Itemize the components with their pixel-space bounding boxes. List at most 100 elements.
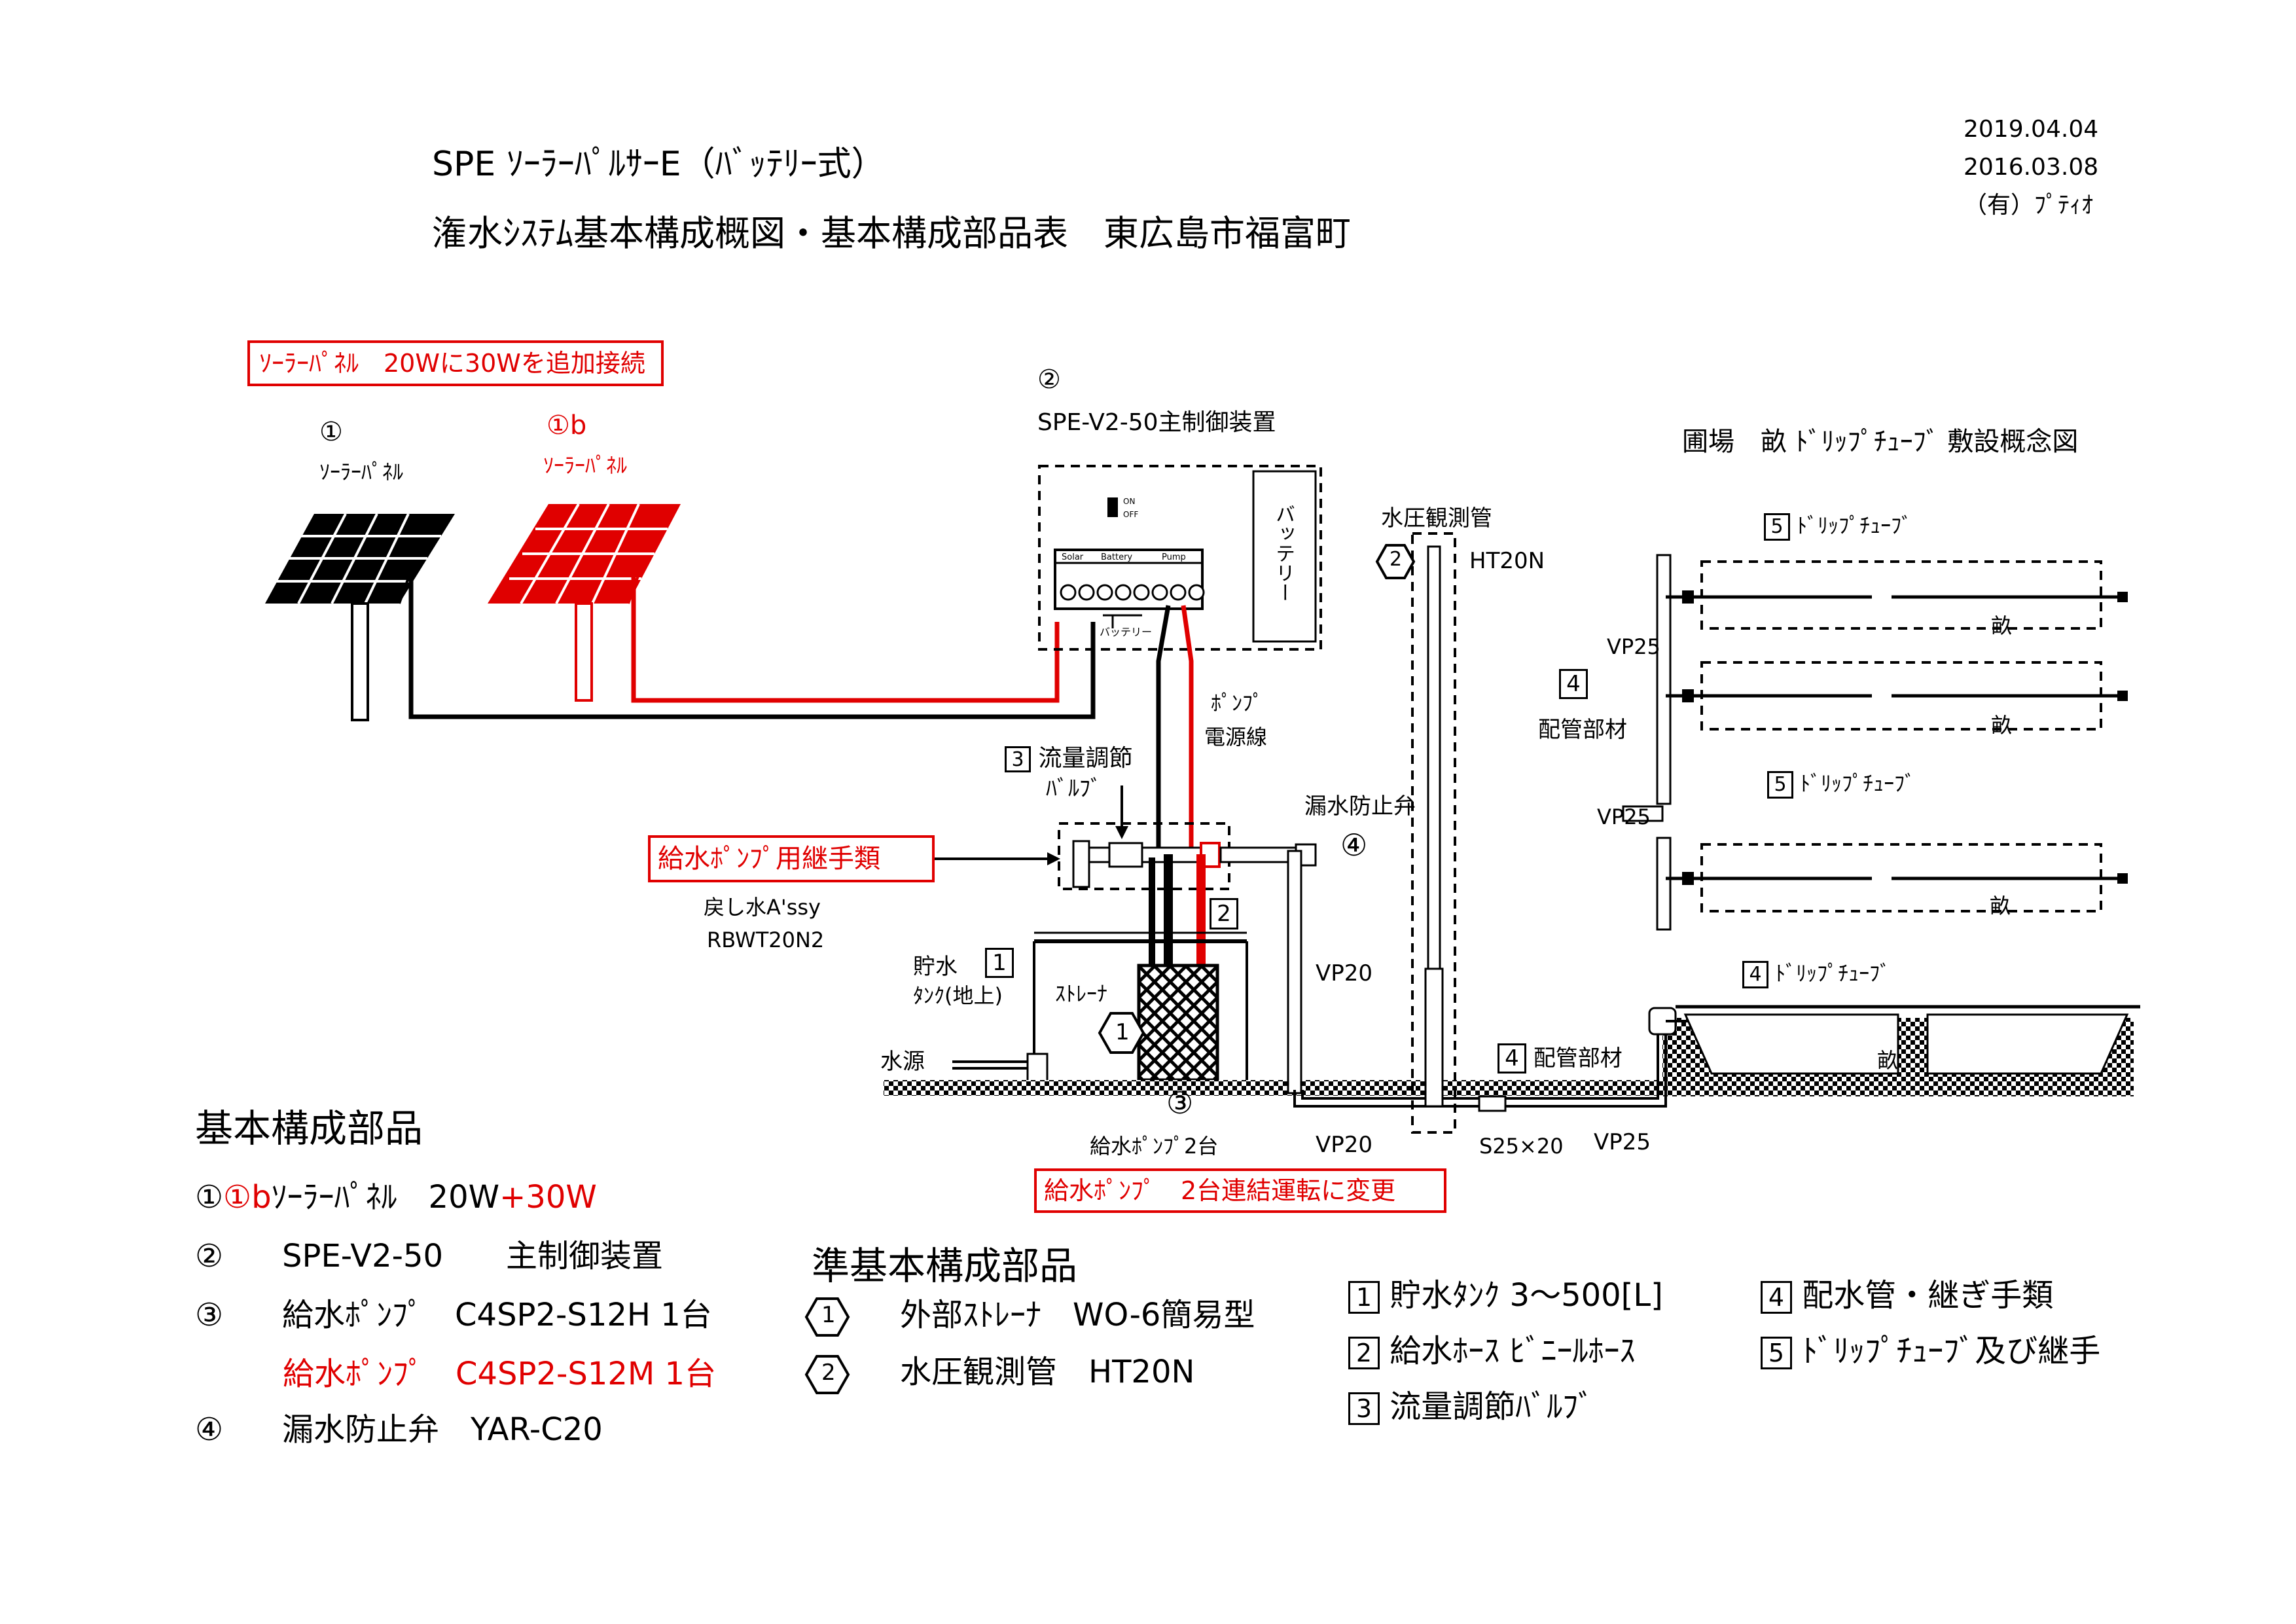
gauge-box xyxy=(1411,532,1456,1134)
drip-num-c: 4 xyxy=(1742,961,1768,988)
parts-row3-text: 給水ﾎﾟﾝﾌﾟ C4SP2-S12H 1台 xyxy=(282,1297,712,1333)
pump-note-box xyxy=(1034,1168,1446,1213)
strainer-label: ｽﾄﾚｰﾅ xyxy=(1055,981,1108,1006)
term-solar: Solar xyxy=(1062,552,1084,562)
term-battery: Battery xyxy=(1101,552,1133,562)
switch-off: OFF xyxy=(1123,510,1139,519)
drip-label-b-wrap: 5 ﾄﾞﾘｯﾌﾟﾁｭｰﾌﾞ xyxy=(1767,771,1915,799)
legend-1-num: 1 xyxy=(1348,1281,1380,1314)
parts-row3-num: ③ xyxy=(195,1297,224,1333)
return-label-2: RBWT20N2 xyxy=(707,928,825,952)
gauge-model: HT20N xyxy=(1469,548,1545,574)
pump-note: 給水ﾎﾟﾝﾌﾟ 2台連結運転に変更 xyxy=(1044,1176,1396,1205)
valve-text-1: 流量調節 xyxy=(1038,745,1133,772)
vp20-a: VP20 xyxy=(1316,960,1373,986)
wire-black xyxy=(408,576,1096,719)
tank-label-1: 貯水 xyxy=(913,954,958,980)
strainer-hex xyxy=(1098,1012,1145,1054)
legend-5: 5 ﾄﾞﾘｯﾌﾟﾁｭｰﾌﾞ及び継手 xyxy=(1761,1335,2100,1369)
switch-on: ON xyxy=(1123,497,1136,506)
legend-2: 2 給水ﾎｰｽ ﾋﾞﾆｰﾙﾎｰｽ xyxy=(1348,1335,1636,1369)
field-title: 圃場 畝 ﾄﾞﾘｯﾌﾟﾁｭｰﾌﾞ 敷設概念図 xyxy=(1682,427,2079,457)
date-1: 2019.04.04 xyxy=(1964,116,2099,143)
legend-1: 1 貯水ﾀﾝｸ 3〜500[L] xyxy=(1348,1280,1663,1314)
ridge-1: 畝 xyxy=(1991,613,2013,638)
strainer-num: 1 xyxy=(1115,1019,1130,1045)
water-source: 水源 xyxy=(880,1049,925,1075)
semi-row2-num: 2 xyxy=(821,1360,836,1386)
legend-3: 3 流量調節ﾊﾞﾙﾌﾞ xyxy=(1348,1391,1594,1425)
pump-num: ③ xyxy=(1166,1085,1194,1121)
date-2: 2016.03.08 xyxy=(1964,154,2099,181)
parts-row-3: ③ 給水ﾎﾟﾝﾌﾟ C4SP2-S12H 1台 xyxy=(195,1299,712,1331)
semi-row1-num: 1 xyxy=(821,1302,836,1328)
pipe-text: 配管部材 xyxy=(1533,1045,1623,1072)
panel2-label: ｿｰﾗｰﾊﾟﾈﾙ xyxy=(543,453,628,478)
valve-num: 3 xyxy=(1005,746,1031,772)
parts-row3b-text: 給水ﾎﾟﾝﾌﾟ C4SP2-S12M 1台 xyxy=(283,1356,717,1392)
vp25-b: VP25 xyxy=(1597,804,1651,829)
panel1-label: ｿｰﾗｰﾊﾟﾈﾙ xyxy=(319,460,404,484)
s25-label: S25×20 xyxy=(1479,1134,1564,1159)
pump-label: 給水ﾎﾟﾝﾌﾟ2台 xyxy=(1090,1134,1219,1159)
hose-num-box: 2 xyxy=(1210,898,1238,929)
term-pump: Pump xyxy=(1162,552,1186,562)
tank-label-2: ﾀﾝｸ(地上) xyxy=(913,983,1003,1008)
solar-panel-red xyxy=(488,503,681,702)
leak-num: ④ xyxy=(1340,827,1368,863)
legend-4-text: 配水管・継ぎ手類 xyxy=(1802,1277,2054,1314)
pump-power-2: 電源線 xyxy=(1204,725,1268,749)
title-line2: 潅水ｼｽﾃﾑ基本構成概図・基本構成部品表 東広島市福富町 xyxy=(432,213,1351,254)
valve-label-2: ﾊﾞﾙﾌﾞ xyxy=(1046,776,1102,802)
controller-num: ② xyxy=(1037,365,1061,395)
parts-title: 基本構成部品 xyxy=(195,1106,423,1151)
ridge-4: 畝 xyxy=(1877,1048,1899,1073)
controller-box xyxy=(1038,465,1322,651)
legend-3-text: 流量調節ﾊﾞﾙﾌﾞ xyxy=(1390,1388,1594,1425)
vp25-a: VP25 xyxy=(1607,634,1660,659)
solar-note: ｿｰﾗｰﾊﾟﾈﾙ 20Wに30Wを追加接続 xyxy=(259,349,645,378)
semi-parts-title: 準基本構成部品 xyxy=(812,1244,1078,1288)
ridge-2: 畝 xyxy=(1991,713,2013,738)
pump-wire-red xyxy=(1181,605,1194,854)
parts-row-4: ④ 漏水防止弁 YAR-C20 xyxy=(195,1414,603,1445)
drip-text-b: ﾄﾞﾘｯﾌﾟﾁｭｰﾌﾞ xyxy=(1800,771,1916,796)
parts-row1-num: ① xyxy=(195,1179,224,1216)
ridge-3: 畝 xyxy=(1990,893,2011,918)
panel1-num: ① xyxy=(319,417,343,447)
ground-left xyxy=(884,1080,1662,1096)
gauge-num: 2 xyxy=(1390,548,1403,571)
parts-row2-text: SPE-V2-50 主制御装置 xyxy=(282,1238,664,1274)
pump-wire-black xyxy=(1156,605,1171,854)
legend-2-num: 2 xyxy=(1348,1337,1380,1369)
battery-small: バッテリー xyxy=(1100,626,1153,638)
fitting-note: 給水ﾎﾟﾝﾌﾟ用継手類 xyxy=(658,844,880,874)
parts-row4-text: 漏水防止弁 YAR-C20 xyxy=(282,1411,603,1448)
drip-label-c-wrap: 4 ﾄﾞﾘｯﾌﾟﾁｭｰﾌﾞ xyxy=(1742,961,1890,988)
tank-num-box: 1 xyxy=(985,948,1014,978)
drip-num-b: 5 xyxy=(1767,771,1793,799)
parts-row4-num: ④ xyxy=(195,1411,224,1448)
legend-5-num: 5 xyxy=(1761,1337,1792,1369)
title-line1: SPE ｿｰﾗｰﾊﾟﾙｻｰE（ﾊﾞｯﾃﾘｰ式） xyxy=(432,145,886,184)
semi-row1-text: 外部ｽﾄﾚｰﾅ WO-6簡易型 xyxy=(900,1297,1255,1333)
drip-rows xyxy=(1666,560,2128,912)
parts-row-1: ①①bｿｰﾗｰﾊﾟﾈﾙ 20W+30W xyxy=(195,1182,597,1213)
solar-note-box xyxy=(247,340,664,386)
pipe-label-field: 配管部材 xyxy=(1538,717,1627,743)
drip-text-c: ﾄﾞﾘｯﾌﾟﾁｭｰﾌﾞ xyxy=(1775,961,1891,986)
vp25-bottom: VP25 xyxy=(1594,1129,1651,1155)
valve-label-1: 3 流量調節 xyxy=(1005,746,1132,772)
pipe-num-field-box: 4 xyxy=(1559,669,1588,699)
pump-strainer xyxy=(1137,964,1219,1082)
parts-row2-num: ② xyxy=(195,1238,224,1274)
hose-num: 2 xyxy=(1210,898,1238,929)
controller-label: SPE-V2-50主制御装置 xyxy=(1037,409,1276,436)
solar-panel-black xyxy=(265,513,455,721)
fitting-note-box xyxy=(648,835,935,882)
legend-4-num: 4 xyxy=(1761,1281,1792,1314)
battery-label: バッテリー xyxy=(1272,504,1295,602)
return-label-1: 戻し水A'ssy xyxy=(704,895,821,920)
fitting-box xyxy=(1058,822,1230,890)
